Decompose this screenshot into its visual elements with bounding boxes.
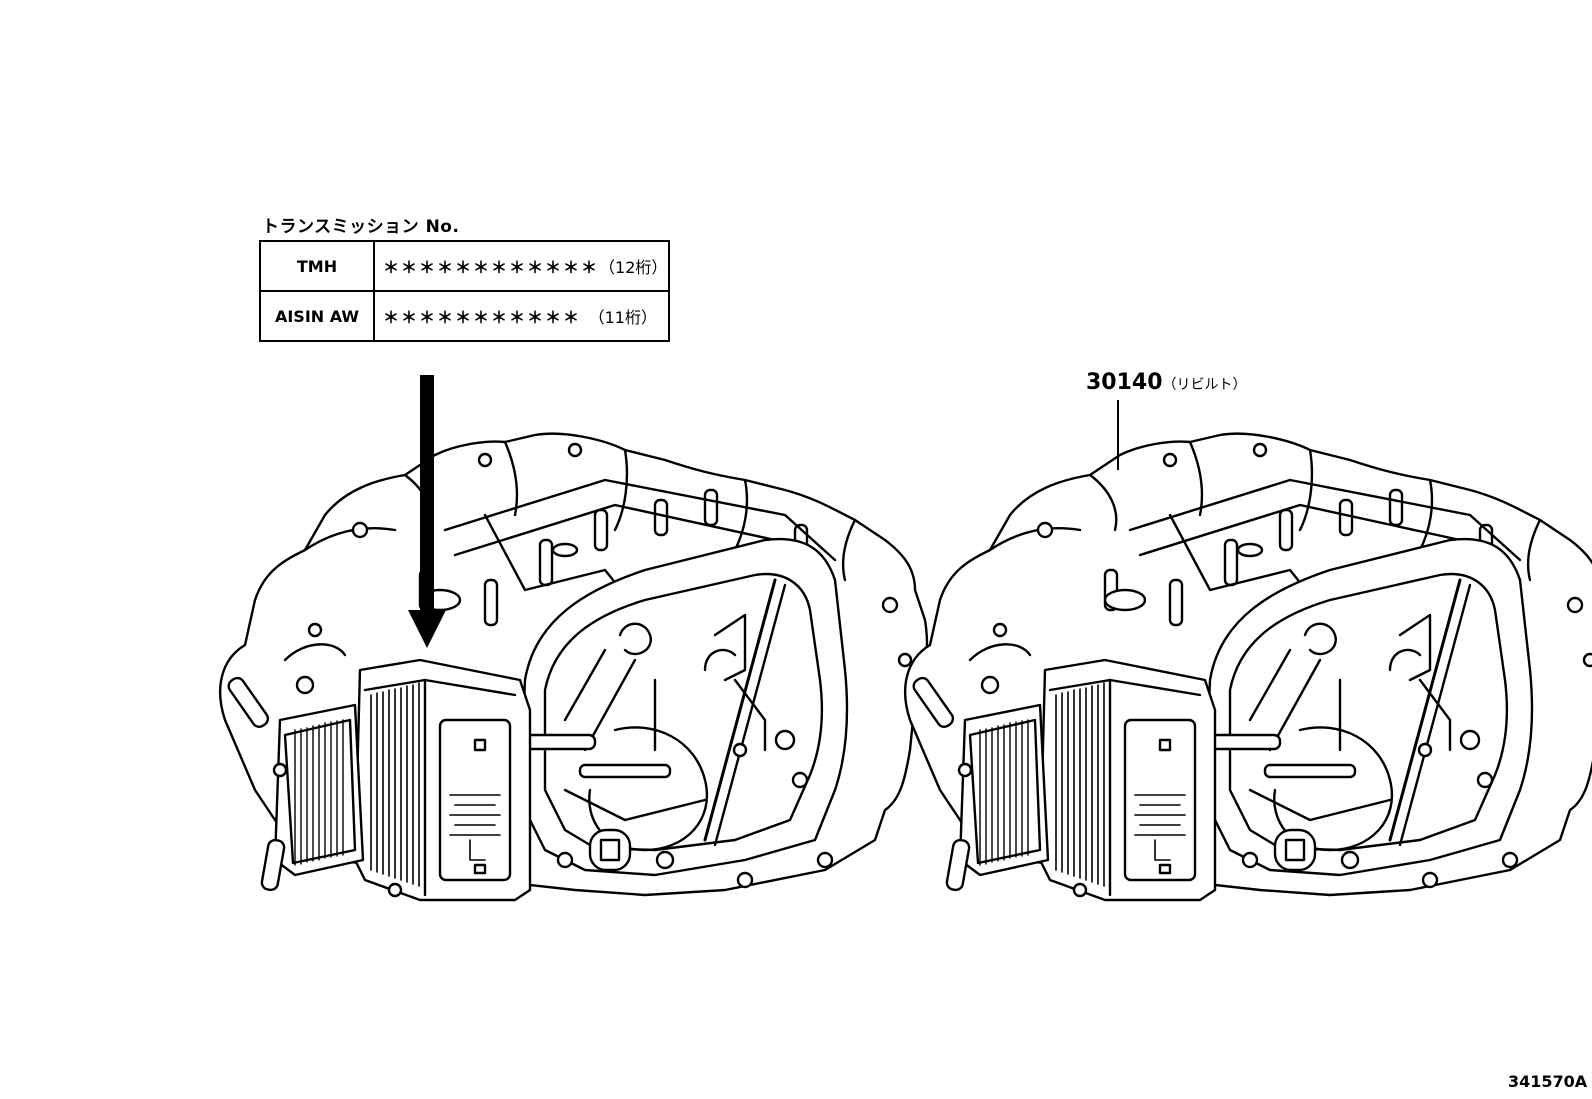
serial-mask: ＊＊＊＊＊＊＊＊＊＊＊＊ bbox=[383, 258, 600, 277]
table-row: TMH ＊＊＊＊＊＊＊＊＊＊＊＊（12桁） bbox=[259, 240, 671, 292]
transmission-right bbox=[903, 432, 1592, 902]
digit-count: （12桁） bbox=[599, 258, 668, 277]
figure-id: 341570A bbox=[1508, 1072, 1588, 1091]
transmission-number-table: TMH ＊＊＊＊＊＊＊＊＊＊＊＊（12桁） AISIN AW ＊＊＊＊＊＊＊＊＊… bbox=[259, 240, 671, 342]
part-number: 30140 bbox=[1086, 370, 1163, 395]
digit-count: （11桁） bbox=[588, 308, 657, 327]
maker-cell: TMH bbox=[259, 240, 375, 292]
table-row: AISIN AW ＊＊＊＊＊＊＊＊＊＊＊ （11桁） bbox=[259, 290, 671, 342]
serial-cell: ＊＊＊＊＊＊＊＊＊＊＊＊（12桁） bbox=[372, 240, 671, 292]
serial-mask: ＊＊＊＊＊＊＊＊＊＊＊ bbox=[383, 308, 589, 327]
part-number-callout: 30140（リビルト） bbox=[1086, 370, 1247, 395]
part-note: （リビルト） bbox=[1162, 377, 1247, 393]
table-title: トランスミッション No. bbox=[262, 217, 460, 237]
transmission-left bbox=[218, 432, 929, 902]
serial-cell: ＊＊＊＊＊＊＊＊＊＊＊ （11桁） bbox=[372, 290, 671, 342]
maker-cell: AISIN AW bbox=[259, 290, 375, 342]
serial-location-arrow bbox=[408, 375, 446, 648]
